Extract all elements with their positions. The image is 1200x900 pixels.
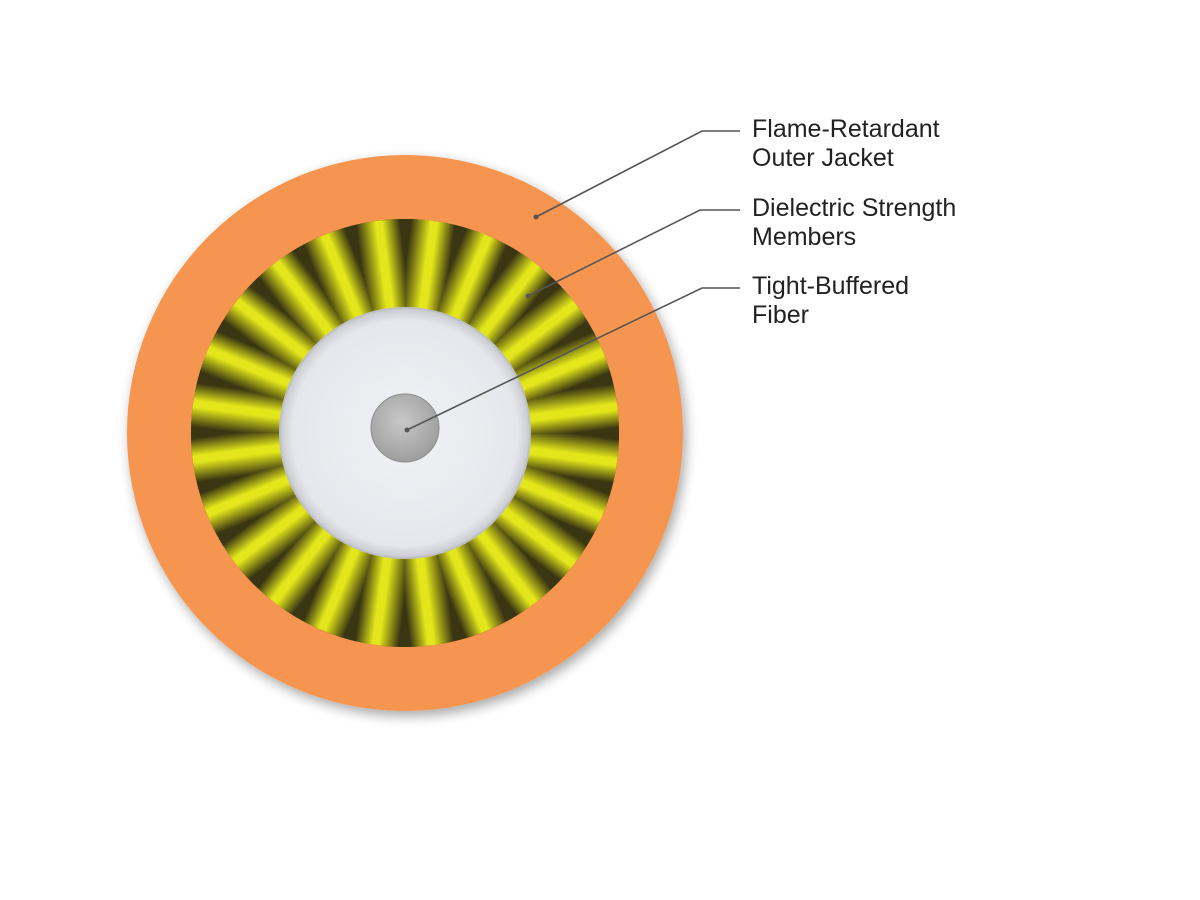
label-strength-members: Dielectric Strength Members bbox=[752, 194, 956, 252]
leader-end-fiber bbox=[404, 427, 410, 433]
strength-member-strand bbox=[253, 516, 346, 619]
strength-member-strand bbox=[253, 247, 347, 350]
leader-line-jacket bbox=[535, 130, 740, 218]
strength-member-strand bbox=[404, 546, 461, 647]
label-strength-members-line1: Dielectric Strength bbox=[752, 194, 957, 222]
strength-member-strand bbox=[298, 226, 375, 331]
strength-member-strand bbox=[348, 546, 405, 647]
label-outer-jacket-line1: Flame-Retardant bbox=[752, 115, 940, 143]
strength-member-strand bbox=[488, 281, 591, 375]
strength-member-strand bbox=[349, 218, 406, 320]
label-outer-jacket: Flame-Retardant Outer Jacket bbox=[752, 115, 940, 173]
label-outer-jacket-line2: Outer Jacket bbox=[752, 144, 894, 172]
strength-member-strand bbox=[190, 432, 292, 489]
strength-member-strand bbox=[506, 463, 612, 541]
leader-line-fiber bbox=[406, 287, 740, 431]
strength-member-strand bbox=[518, 433, 619, 490]
strength-member-strand bbox=[198, 325, 304, 403]
strength-member-strand bbox=[219, 281, 322, 374]
strength-member-strand bbox=[435, 535, 512, 640]
strength-member-strand bbox=[488, 492, 591, 585]
strength-member-strand bbox=[518, 377, 619, 434]
strength-member-strand bbox=[198, 463, 303, 540]
label-fiber-line2: Fiber bbox=[752, 301, 809, 329]
strength-member-strand bbox=[463, 516, 557, 619]
strength-member-strand bbox=[435, 226, 513, 332]
strength-member-strand bbox=[464, 247, 557, 350]
label-strength-members-line2: Members bbox=[752, 223, 857, 251]
fiber-core bbox=[370, 393, 440, 463]
label-tight-buffered-fiber: Tight-Buffered Fiber bbox=[752, 272, 909, 330]
leader-end-strength bbox=[525, 293, 531, 299]
strength-member-strand bbox=[405, 219, 462, 320]
leader-end-jacket bbox=[533, 214, 539, 220]
strength-member-strand bbox=[507, 326, 612, 403]
strength-member-strand bbox=[191, 376, 292, 433]
leader-line-strength bbox=[527, 209, 740, 297]
strength-members bbox=[190, 218, 619, 647]
label-fiber-line1: Tight-Buffered bbox=[752, 272, 910, 300]
strength-member-strand bbox=[297, 534, 375, 640]
strength-member-strand bbox=[219, 491, 322, 585]
